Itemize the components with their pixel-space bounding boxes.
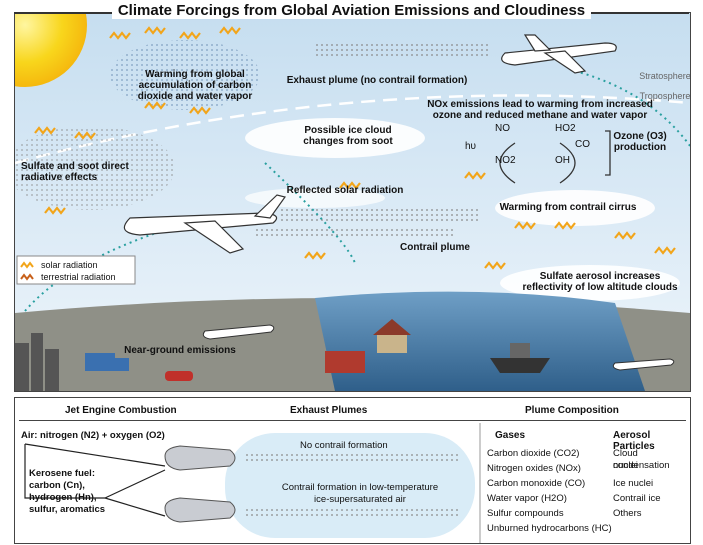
contrail-formation-line-2: ice-supersaturated air xyxy=(314,494,406,505)
low-cloud xyxy=(500,265,680,301)
col-header-composition: Plume Composition xyxy=(525,405,619,416)
chem-co: CO xyxy=(575,139,590,150)
chem-oh: OH xyxy=(555,155,570,166)
jet-ground-icon xyxy=(202,324,275,340)
gases-header: Gases xyxy=(495,430,526,441)
legend-terrestrial-swatch xyxy=(20,273,34,281)
exhaust-no-contrail xyxy=(245,453,460,463)
label-contrail-plume: Contrail plume xyxy=(399,242,470,253)
label-reflected: Reflected solar radiation xyxy=(286,185,404,196)
exhaust-contrail xyxy=(245,506,460,518)
aerosol-item: Contrail ice xyxy=(613,493,661,504)
aerosol-item: Cloud condensation xyxy=(613,448,670,471)
truck-icon xyxy=(85,353,129,371)
contrail-formation-line-1: Contrail formation in low-temperature xyxy=(281,482,439,493)
gas-item: Carbon monoxide (CO) xyxy=(487,478,586,489)
kerosene-line-1: Kerosene fuel: xyxy=(29,468,95,479)
label-ozone: Ozone (O3) production xyxy=(613,131,667,153)
legend-box xyxy=(16,255,136,285)
label-sulfate-soot: Sulfate and soot direct radiative effect… xyxy=(21,161,129,183)
cirrus-cloud xyxy=(495,190,655,226)
chem-no2: NO2 xyxy=(495,155,516,166)
atmosphere-panel: Warming from global accumulation of carb… xyxy=(14,12,691,392)
descent-arc xyxy=(24,217,206,312)
label-sulfate-aerosol: Sulfate aerosol increases reflectivity o… xyxy=(522,271,678,293)
engine-diagram xyxy=(24,423,481,543)
gas-item: Sulfur compounds xyxy=(487,508,564,519)
label-stratosphere: Stratosphere xyxy=(639,71,691,81)
kerosene-line-3: hydrogen (Hn), xyxy=(29,492,97,503)
aerosol-item: nuclei xyxy=(613,460,638,471)
col-header-combustion: Jet Engine Combustion xyxy=(65,405,177,416)
sun-icon xyxy=(15,13,87,87)
chem-no: NO xyxy=(495,123,510,134)
label-troposphere: Troposphere xyxy=(639,91,691,101)
aerosol-header: Aerosol Particles xyxy=(613,430,655,452)
chem-ho2: HO2 xyxy=(555,123,576,134)
label-ice-cloud: Possible ice cloud changes from soot xyxy=(303,125,393,147)
air-text: Air: nitrogen (N2) + oxygen (O2) xyxy=(21,430,165,441)
chem-hv: hυ xyxy=(465,141,477,152)
legend-terrestrial-label: terrestrial radiation xyxy=(41,272,116,282)
co2-haze xyxy=(110,40,260,110)
contrail-plume-2 xyxy=(255,227,455,239)
car-icon xyxy=(165,371,193,381)
label-near-ground: Near-ground emissions xyxy=(124,345,236,356)
ocean xyxy=(315,291,645,391)
atmosphere-illustration xyxy=(15,13,690,391)
col-header-plumes: Exhaust Plumes xyxy=(290,405,368,416)
label-warming-global: Warming from global accumulation of carb… xyxy=(137,69,253,102)
header-rule xyxy=(19,420,686,421)
gas-item: Unburned hydrocarbons (HC) xyxy=(487,523,612,534)
climb-arc xyxy=(574,70,690,148)
jet-mid-icon xyxy=(123,194,287,254)
soot-haze xyxy=(15,126,175,210)
no-contrail-label: No contrail formation xyxy=(300,440,388,451)
jet-ground2-icon xyxy=(612,358,675,371)
legend-solar-label: solar radiation xyxy=(41,260,98,270)
engine-bottom-icon xyxy=(164,497,236,523)
kerosene-line-4: sulfur, aromatics xyxy=(29,504,106,515)
jet-high-icon xyxy=(501,34,617,74)
legend-solar-swatch xyxy=(20,261,34,269)
gas-item: Nitrogen oxides (NOx) xyxy=(487,463,581,474)
aerosol-item: Others xyxy=(613,508,642,519)
houses-icon xyxy=(325,319,411,373)
gas-item: Water vapor (H2O) xyxy=(487,493,567,504)
label-exhaust-plume: Exhaust plume (no contrail formation) xyxy=(286,75,468,86)
city-icon xyxy=(15,333,59,391)
ozone-cycle xyxy=(499,130,611,184)
contrail-plume-1 xyxy=(280,209,480,221)
mid-arc xyxy=(264,162,356,264)
engine-top-icon xyxy=(164,445,236,471)
solar-rays xyxy=(34,26,676,270)
high-exhaust-plume xyxy=(315,43,490,57)
label-contrail-cirrus: Warming from contrail cirrus xyxy=(499,202,637,213)
aerosol-item: Ice nuclei xyxy=(613,478,654,489)
ice-cloud xyxy=(245,118,425,158)
gas-item: Carbon dioxide (CO2) xyxy=(487,448,580,459)
ship-icon xyxy=(490,343,550,373)
label-nox: NOx emissions lead to warming from incre… xyxy=(427,99,653,121)
kerosene-line-2: carbon (Cn), xyxy=(29,480,85,491)
emissions-table: Jet Engine Combustion Exhaust Plumes Plu… xyxy=(14,397,691,544)
diagram-title: Climate Forcings from Global Aviation Em… xyxy=(0,2,703,19)
